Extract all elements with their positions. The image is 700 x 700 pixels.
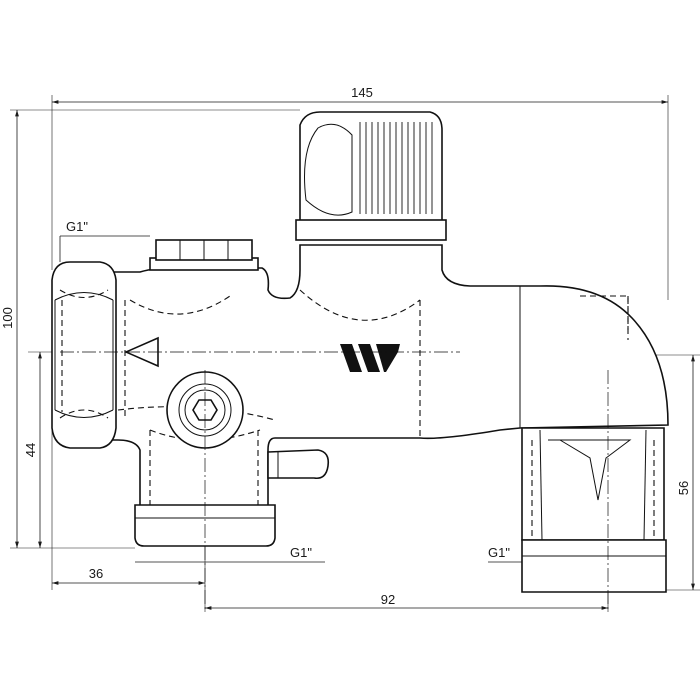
right-outlet-nut (521, 539, 667, 593)
dim-label-outlet-height: 56 (676, 481, 691, 495)
dim-label-overall-width: 145 (351, 85, 373, 100)
center-lines (60, 351, 609, 612)
valve-body (51, 111, 669, 593)
dimension-line-overall-height: 100 (0, 110, 19, 548)
knob (299, 111, 443, 236)
brand-logo-icon (340, 344, 400, 372)
dim-label-left-offset: 36 (89, 566, 103, 581)
drain-lever (267, 449, 330, 480)
thread-text-bottom-port: G1" (290, 545, 312, 560)
dim-label-overall-height: 100 (0, 307, 15, 329)
dim-label-port-spacing: 92 (381, 592, 395, 607)
dimension-line-overall-width: 145 (52, 85, 668, 104)
thread-text-right-outlet: G1" (488, 545, 510, 560)
right-outlet-body (521, 427, 665, 541)
knob-knurl (359, 122, 433, 214)
dim-label-port-height: 44 (23, 443, 38, 457)
dimension-line-outlet-height: 56 (676, 355, 695, 590)
thread-label-bottom-port: G1" (135, 545, 325, 563)
dimension-line-port-spacing: 92 (205, 592, 608, 610)
thread-text-top-left: G1" (66, 219, 88, 234)
thread-label-top-left: G1" (59, 219, 150, 262)
knob-base (295, 219, 447, 241)
inlet-nut (51, 261, 117, 449)
dimension-line-left-offset: 36 (52, 566, 205, 585)
dimension-line-port-height: 44 (23, 352, 42, 548)
